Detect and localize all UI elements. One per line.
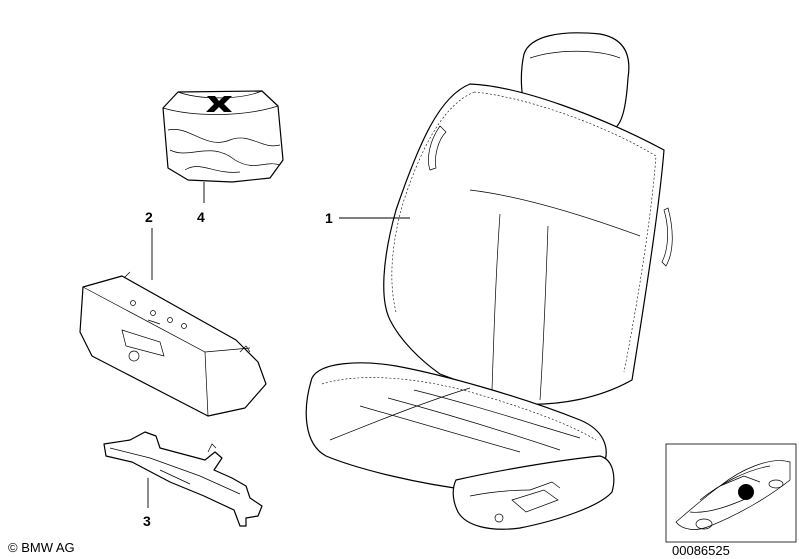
callout-3: 3 xyxy=(143,513,151,529)
diagram-number: 00086525 xyxy=(672,543,730,558)
vehicle-locator-thumbnail xyxy=(665,443,797,543)
callout-4: 4 xyxy=(197,209,205,225)
callout-2: 2 xyxy=(145,209,153,225)
first-aid-cross-icon xyxy=(206,96,232,112)
part-1-seat[interactable] xyxy=(305,32,673,530)
copyright-text: © BMW AG xyxy=(8,540,75,555)
part-4-first-aid-kit[interactable] xyxy=(162,90,284,183)
callout-1: 1 xyxy=(325,210,333,226)
part-2-storage-box[interactable] xyxy=(79,271,267,417)
location-dot-icon xyxy=(738,484,754,500)
part-3-bracket[interactable] xyxy=(103,431,263,527)
